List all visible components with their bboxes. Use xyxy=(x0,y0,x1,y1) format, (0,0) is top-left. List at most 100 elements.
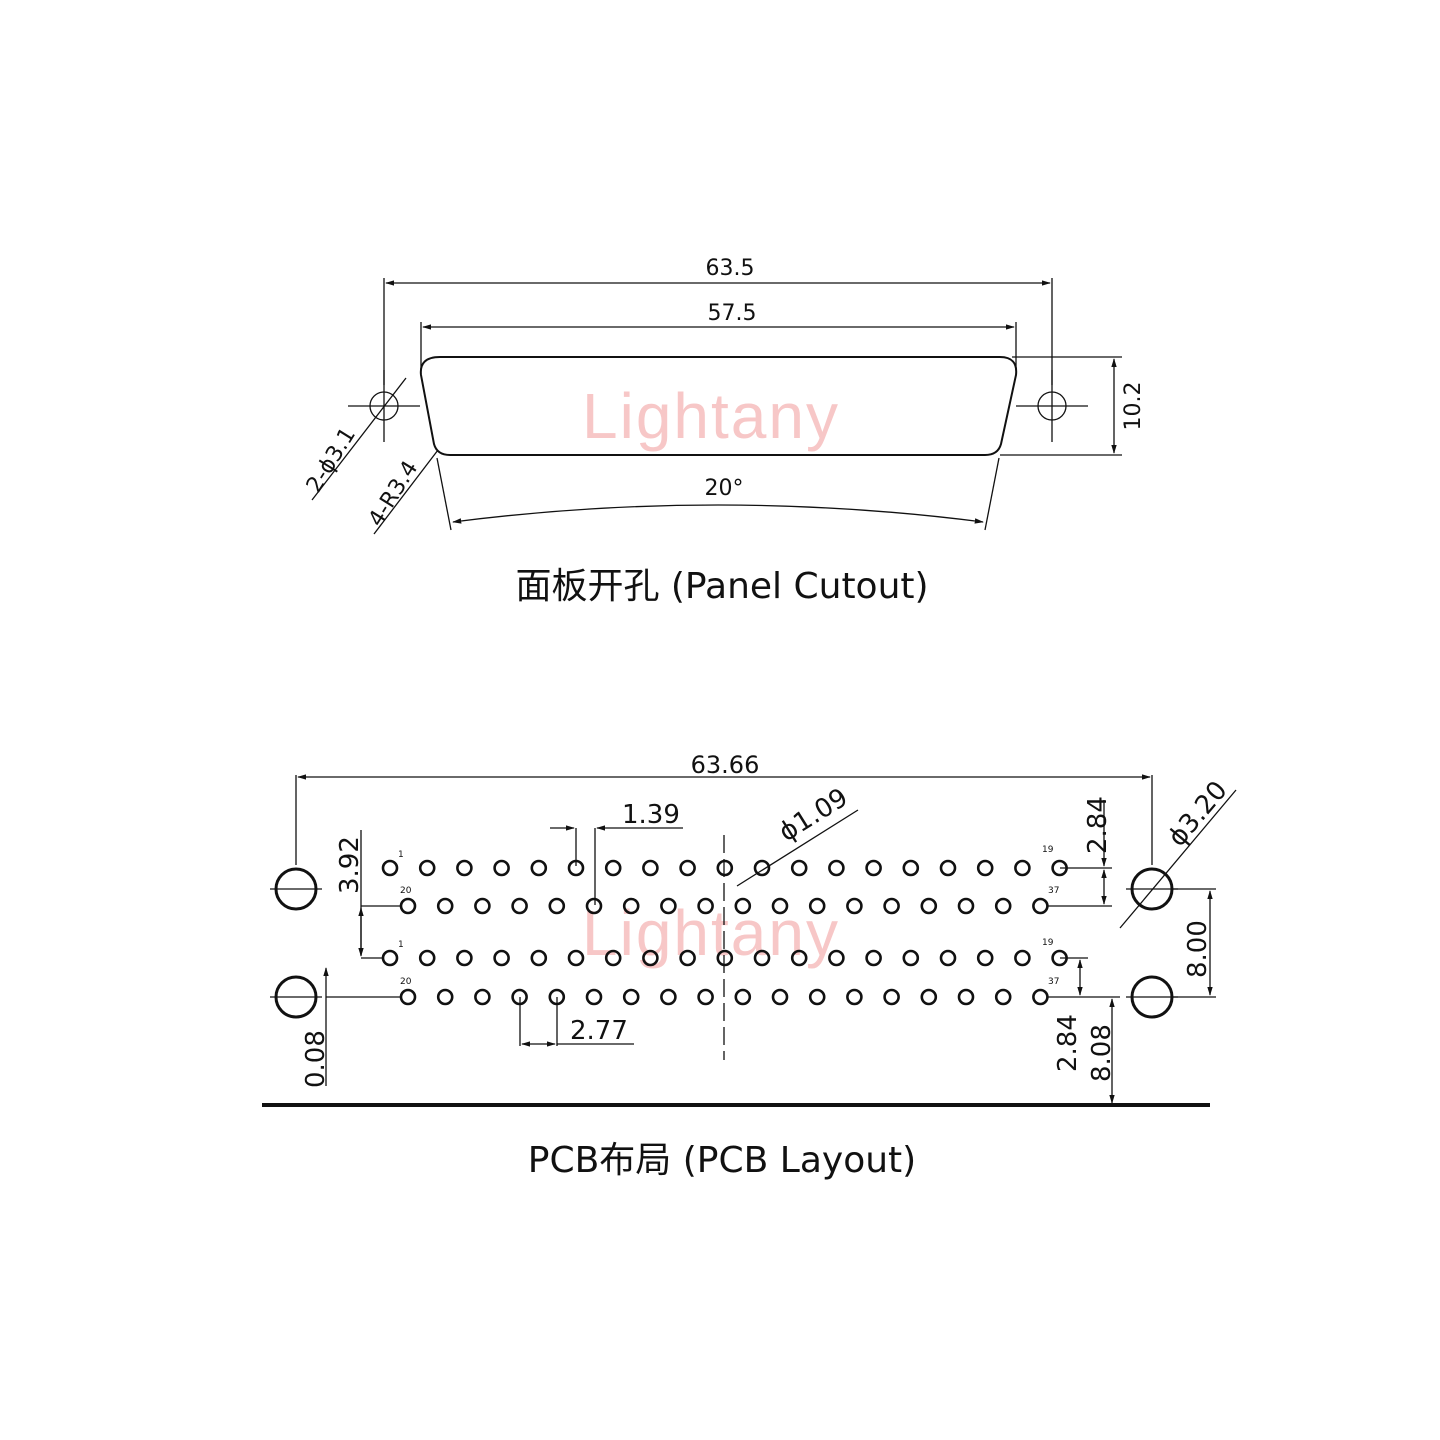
pin-label-r2-end: 37 xyxy=(1048,886,1059,896)
dim-radius-label: 4-R3.4 xyxy=(364,457,423,531)
pin-hole xyxy=(399,897,417,915)
pin-label-r3-end: 19 xyxy=(1042,938,1054,948)
pin-hole xyxy=(604,949,622,967)
pin-hole xyxy=(604,859,622,877)
pin-hole xyxy=(697,897,714,915)
dim-row-gap-label: 3.92 xyxy=(335,836,365,894)
pin-hole xyxy=(679,859,696,877)
leader-mount-dia xyxy=(1119,789,1237,929)
dim-edge-small-label: 0.08 xyxy=(301,1030,331,1088)
dim-height-label: 10.2 xyxy=(1121,382,1146,431)
pin-hole xyxy=(493,859,510,877)
pin-hole xyxy=(530,949,548,967)
pin-hole xyxy=(1014,859,1031,877)
pin-hole xyxy=(548,897,566,915)
pcb-mount-hole-tl xyxy=(270,867,322,911)
pin-hole xyxy=(939,859,957,877)
pin-hole xyxy=(697,988,714,1006)
pin-hole xyxy=(808,988,826,1006)
pin-hole xyxy=(585,897,603,915)
pin-hole xyxy=(771,897,789,915)
dim-arc-angle xyxy=(452,504,984,524)
dim-pcb-overall-label: 63.66 xyxy=(691,751,760,779)
leader-hole xyxy=(311,377,407,501)
pin-hole xyxy=(622,897,640,915)
pin-hole xyxy=(567,949,585,967)
pin-hole xyxy=(622,988,640,1006)
pin-hole xyxy=(771,988,789,1006)
pin-label-r1-end: 19 xyxy=(1042,845,1054,855)
dim-group-gap-label: 8.00 xyxy=(1183,920,1213,978)
dim-row-offset-bottom-label: 2.84 xyxy=(1053,1014,1083,1072)
pin-hole xyxy=(790,949,808,967)
pin-hole xyxy=(920,988,938,1006)
pin-hole xyxy=(828,859,845,877)
pin-hole xyxy=(642,949,659,967)
pin-hole xyxy=(436,988,454,1006)
pin-hole xyxy=(976,949,994,967)
pin-hole xyxy=(902,859,920,877)
pin-hole xyxy=(399,988,417,1006)
pin-label-r1-start: 1 xyxy=(398,850,404,860)
leader-radius xyxy=(373,449,439,535)
pin-hole xyxy=(511,897,528,915)
panel-cutout-view: 63.5 57.5 10.2 20° 2-ϕ3.1 4- xyxy=(302,256,1146,607)
pcb-mount-hole-br xyxy=(1126,975,1178,1019)
pin-hole xyxy=(994,897,1012,915)
watermark-top: Lightany xyxy=(582,380,840,452)
pin-label-r2-start: 20 xyxy=(400,886,412,896)
dim-hole-label: 2-ϕ3.1 xyxy=(302,423,361,497)
pcb-layout-view: Lightany 63.66 1 19 20 37 xyxy=(262,751,1237,1181)
pin-hole xyxy=(418,949,436,967)
pin-hole xyxy=(734,988,752,1006)
dim-pitch-label: 2.77 xyxy=(570,1016,628,1046)
pin-hole xyxy=(865,859,882,877)
pin-hole xyxy=(642,859,659,877)
pin-hole xyxy=(456,859,473,877)
pin-hole xyxy=(474,897,491,915)
dim-edge-large-label: 8.08 xyxy=(1087,1024,1117,1082)
pin-hole xyxy=(381,859,399,877)
pcb-caption: PCB布局 (PCB Layout) xyxy=(528,1140,916,1181)
leader-pin-dia xyxy=(736,809,859,887)
pin-label-r3-start: 1 xyxy=(398,940,404,950)
pin-label-r4-end: 37 xyxy=(1048,977,1059,987)
pin-hole xyxy=(902,949,920,967)
pin-hole xyxy=(920,897,938,915)
pin-hole xyxy=(734,897,752,915)
pin-hole xyxy=(1032,988,1049,1006)
pin-hole xyxy=(456,949,473,967)
dim-angle-label: 20° xyxy=(705,476,744,501)
pin-hole xyxy=(846,897,863,915)
panel-caption: 面板开孔 (Panel Cutout) xyxy=(515,566,928,607)
pin-hole xyxy=(808,897,826,915)
dim-row-offset-top-label: 2.84 xyxy=(1083,796,1113,854)
pin-hole xyxy=(939,949,957,967)
pin-hole xyxy=(753,859,771,877)
pin-hole xyxy=(865,949,882,967)
cutout-outline xyxy=(419,356,1018,456)
pin-hole xyxy=(753,949,771,967)
mount-hole-right xyxy=(1016,370,1088,442)
pin-hole xyxy=(790,859,808,877)
pin-hole xyxy=(493,949,510,967)
pin-hole xyxy=(660,897,677,915)
pin-hole xyxy=(418,859,436,877)
pin-hole xyxy=(381,949,399,967)
pcb-mount-hole-bl xyxy=(270,975,322,1019)
pin-hole xyxy=(994,988,1012,1006)
pin-hole xyxy=(846,988,863,1006)
dim-mount-dia-label: ϕ3.20 xyxy=(1162,776,1233,853)
pin-hole xyxy=(883,897,900,915)
pin-hole xyxy=(828,949,845,967)
dim-pitch-half-label: 1.39 xyxy=(622,800,680,830)
pin-hole xyxy=(976,859,994,877)
pin-hole xyxy=(716,859,734,877)
pin-hole xyxy=(957,897,975,915)
pin-hole xyxy=(957,988,975,1006)
pin-hole xyxy=(660,988,677,1006)
pin-hole xyxy=(679,949,696,967)
dim-overall-label: 63.5 xyxy=(706,256,755,281)
pin-hole xyxy=(436,897,454,915)
